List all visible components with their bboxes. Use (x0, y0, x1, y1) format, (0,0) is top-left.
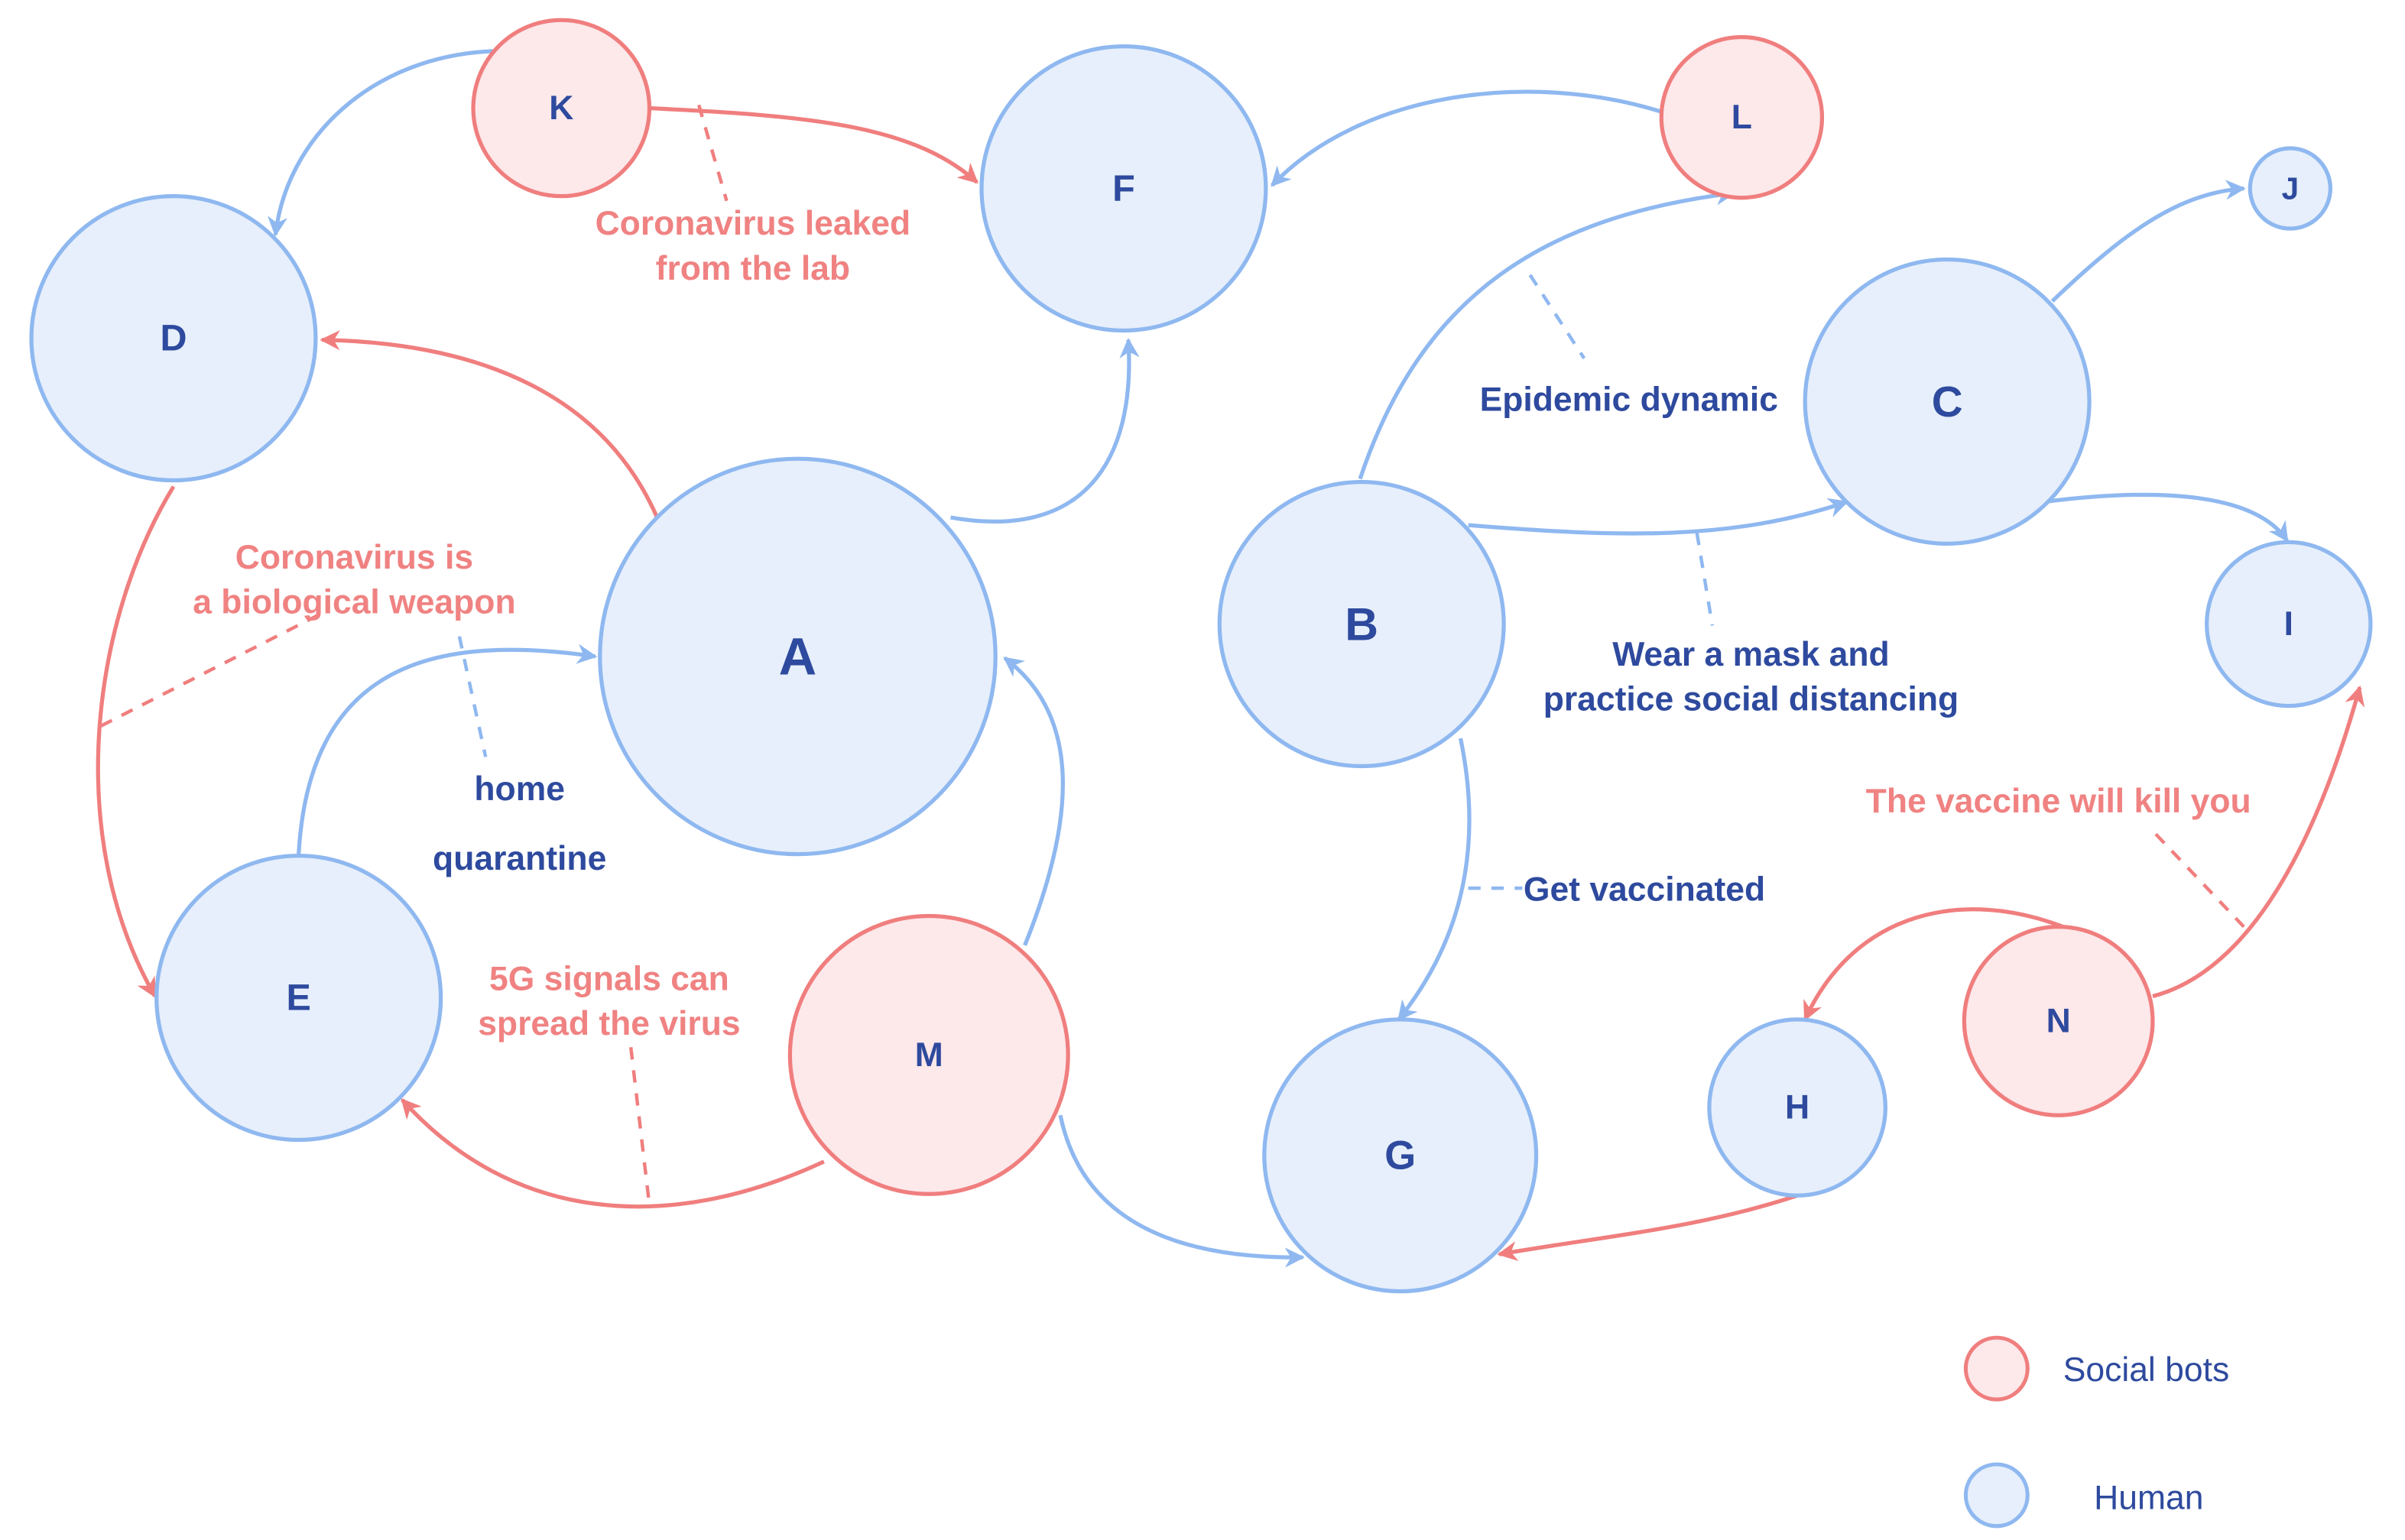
message-line: 5G signals can (489, 961, 729, 998)
edge-b-to-g (1397, 738, 1472, 1021)
edge-n-to-h (1803, 907, 2064, 1022)
edge-e-to-a (297, 644, 598, 854)
node-d[interactable]: D (29, 194, 318, 483)
edge-h-to-g (1497, 1193, 1798, 1262)
edge-k-to-d (267, 49, 498, 237)
edge-c-to-i (2043, 492, 2289, 543)
node-j[interactable]: J (2248, 146, 2333, 231)
svg-text:C: C (1932, 378, 1963, 426)
svg-text:D: D (160, 318, 187, 359)
node-l[interactable]: L (1659, 34, 1825, 200)
svg-text:J: J (2282, 171, 2299, 206)
svg-text:I: I (2284, 605, 2293, 643)
edge-m-to-a (1003, 656, 1065, 946)
legend-bot-swatch (1963, 1335, 2030, 1402)
legend-human-label: Human (2094, 1480, 2203, 1517)
message-line: spread the virus (478, 1005, 740, 1042)
edge-n-to-i (2152, 685, 2365, 999)
edges-layer (96, 49, 2365, 1268)
edge-a-to-f (950, 338, 1140, 524)
svg-text:G: G (1384, 1133, 1416, 1178)
leader-five-g (628, 1047, 651, 1205)
leader-bioweapon (99, 608, 329, 728)
edge-b-to-c (1468, 498, 1849, 536)
legend-human-swatch (1963, 1462, 2030, 1529)
message-line: Get vaccinated (1524, 871, 1765, 908)
message-quarantine: quarantine (433, 840, 606, 877)
node-e[interactable]: E (154, 854, 443, 1143)
leader-quarantine (457, 636, 488, 757)
svg-text:F: F (1112, 168, 1135, 209)
message-epidemic: Epidemic dynamic (1480, 381, 1778, 419)
message-mask: Wear a mask and practice social distancin… (1543, 636, 1959, 718)
node-m[interactable]: M (787, 913, 1070, 1196)
edge-l-to-f (1271, 89, 1666, 187)
message-line: Coronavirus leaked (596, 205, 911, 242)
message-line: quarantine (433, 840, 606, 877)
svg-text:N: N (2046, 1002, 2071, 1039)
node-n[interactable]: N (1962, 925, 2155, 1117)
message-line: Epidemic dynamic (1480, 381, 1778, 419)
svg-text:B: B (1345, 598, 1378, 650)
message-line: Wear a mask and (1612, 636, 1889, 673)
node-a[interactable]: A (598, 456, 998, 857)
leader-epidemic (1528, 274, 1586, 360)
node-k[interactable]: K (471, 18, 652, 199)
legend: Social bots Human (1963, 1335, 2229, 1529)
legend-bot-label: Social bots (2063, 1351, 2229, 1389)
edge-a-to-d (320, 329, 659, 519)
svg-text:A: A (779, 627, 817, 686)
node-i[interactable]: I (2205, 540, 2373, 708)
svg-text:E: E (286, 977, 310, 1019)
message-line: a biological weapon (193, 583, 515, 621)
edge-d-to-e (96, 485, 176, 998)
message-home: home (474, 770, 565, 808)
node-b[interactable]: B (1217, 479, 1506, 769)
edge-m-to-e (401, 1098, 825, 1209)
message-line: The vaccine will kill you (1866, 783, 2251, 820)
leader-mask (1695, 532, 1715, 626)
svg-text:H: H (1785, 1089, 1809, 1127)
node-f[interactable]: F (979, 44, 1268, 333)
svg-text:K: K (549, 89, 573, 127)
message-five-g: 5G signals can spread the virus (478, 961, 740, 1043)
edge-k-to-f (649, 105, 979, 184)
leader-vaccine-kill (2154, 832, 2245, 929)
message-line: home (474, 770, 565, 808)
svg-text:M: M (915, 1036, 943, 1074)
edge-c-to-j (2050, 180, 2246, 303)
message-line: Coronavirus is (235, 539, 473, 576)
message-line: practice social distancing (1543, 681, 1959, 718)
message-vaccine-kill: The vaccine will kill you (1866, 783, 2251, 820)
leader-lab-leak (696, 104, 729, 202)
leader-lines-layer (99, 104, 2245, 1205)
message-line: from the lab (656, 250, 850, 287)
message-bioweapon: Coronavirus is a biological weapon (193, 539, 515, 621)
node-g[interactable]: G (1262, 1017, 1539, 1294)
message-lab-leak: Coronavirus leaked from the lab (596, 205, 911, 287)
node-c[interactable]: C (1803, 257, 2092, 546)
svg-text:L: L (1732, 99, 1752, 136)
node-h[interactable]: H (1707, 1017, 1887, 1198)
nodes-layer: K F L J D C A B I E M N H G (29, 18, 2373, 1294)
messages-layer: Coronavirus leaked from the lab Coronavir… (193, 205, 2251, 1042)
edge-m-to-g (1058, 1114, 1305, 1268)
edge-b-to-l (1358, 185, 1736, 480)
message-vaccinated: Get vaccinated (1524, 871, 1765, 908)
